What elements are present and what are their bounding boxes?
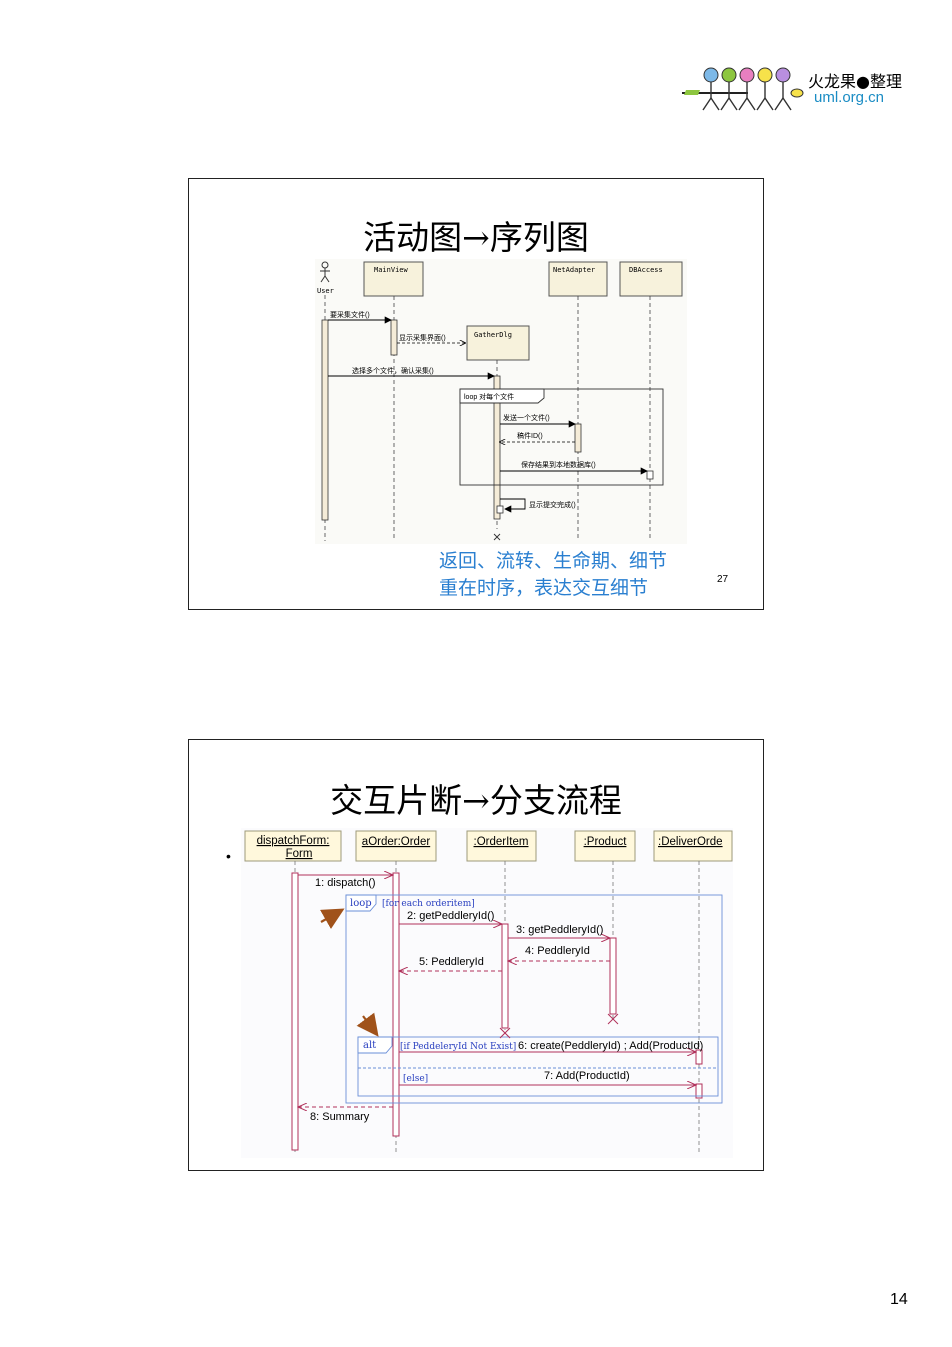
lifeline-product-label: :Product [584,836,628,848]
lifeline-form-label-1: dispatchForm: [257,835,330,847]
message-2: 2: getPeddleryId() [407,910,494,922]
message-5: 5: PeddleryId [419,956,484,968]
user-actor-icon [320,261,330,283]
message-6: 6: create(PeddleryId) ; Add(ProductId) [518,1040,703,1052]
logo-graphic [682,67,804,111]
sequence-diagram-fragments: dispatchForm: Form aOrder:Order :OrderIt… [241,828,733,1158]
alt-guard: [if PeddeleryId Not Exist] [400,1042,516,1052]
logo-text-url: uml.org.cn [814,89,885,106]
destroy-icon [493,533,501,541]
message-4: 发送一个文件() [503,413,550,422]
lifeline-deliver-label: :DeliverOrde [658,836,723,848]
else-guard: [else] [403,1074,428,1084]
message-1: 要采集文件() [330,310,370,319]
alt-fragment-label: alt [363,1040,376,1051]
slide-sequence-diagram: 活动图→序列图 User MainView NetAdapter DBAcces… [188,178,764,610]
logo-text-cn: 火龙果●整理 [808,72,902,91]
caption-line-1: 返回、流转、生命期、细节 [439,550,668,572]
lifeline-dbaccess-label: DBAccess [629,266,663,274]
page-number: 14 [890,1291,908,1308]
message-7: 显示提交完成() [529,500,576,509]
message-1: 1: dispatch() [315,877,376,889]
slide-title: 交互片断→分支流程 [330,781,622,820]
arrow-icon [356,1012,379,1037]
slide-title: 活动图→序列图 [363,218,589,257]
caption-line-2: 重在时序，表达交互细节 [439,577,649,599]
lifeline-order-label: aOrder:Order [362,836,431,848]
message-4: 4: PeddleryId [525,945,590,957]
slide-interaction-fragments: 交互片断→分支流程 • dispatchForm: Form aOrder:Or… [188,739,764,1171]
loop-fragment-label: loop 对每个文件 [464,392,514,401]
lifeline-orderitem-label: :OrderItem [474,836,529,848]
message-3: 3: getPeddleryId() [516,924,603,936]
loop-guard: [for each orderitem] [382,899,475,909]
lifeline-gatherdlg-label: GatherDlg [474,331,512,339]
lifeline-mainview-label: MainView [374,266,409,274]
bullet-marker: • [226,848,231,864]
sequence-diagram: User MainView NetAdapter DBAccess Gather… [315,259,687,544]
lifeline-netadapter-label: NetAdapter [553,266,595,274]
message-2: 显示采集界面() [399,333,446,342]
lifeline-user-label: User [317,287,334,295]
destroy-icon [499,1013,619,1039]
message-7: 7: Add(ProductId) [544,1070,630,1082]
message-3: 选择多个文件，确认采集() [352,366,434,375]
message-8: 8: Summary [310,1111,370,1123]
arrow-icon [319,908,345,930]
slide-number: 27 [717,574,729,585]
message-5: 稿件ID() [517,431,543,440]
lifeline-form-label-2: Form [286,848,313,860]
loop-fragment-label: loop [350,898,372,909]
message-6: 保存结果到本地数据库() [521,460,596,469]
